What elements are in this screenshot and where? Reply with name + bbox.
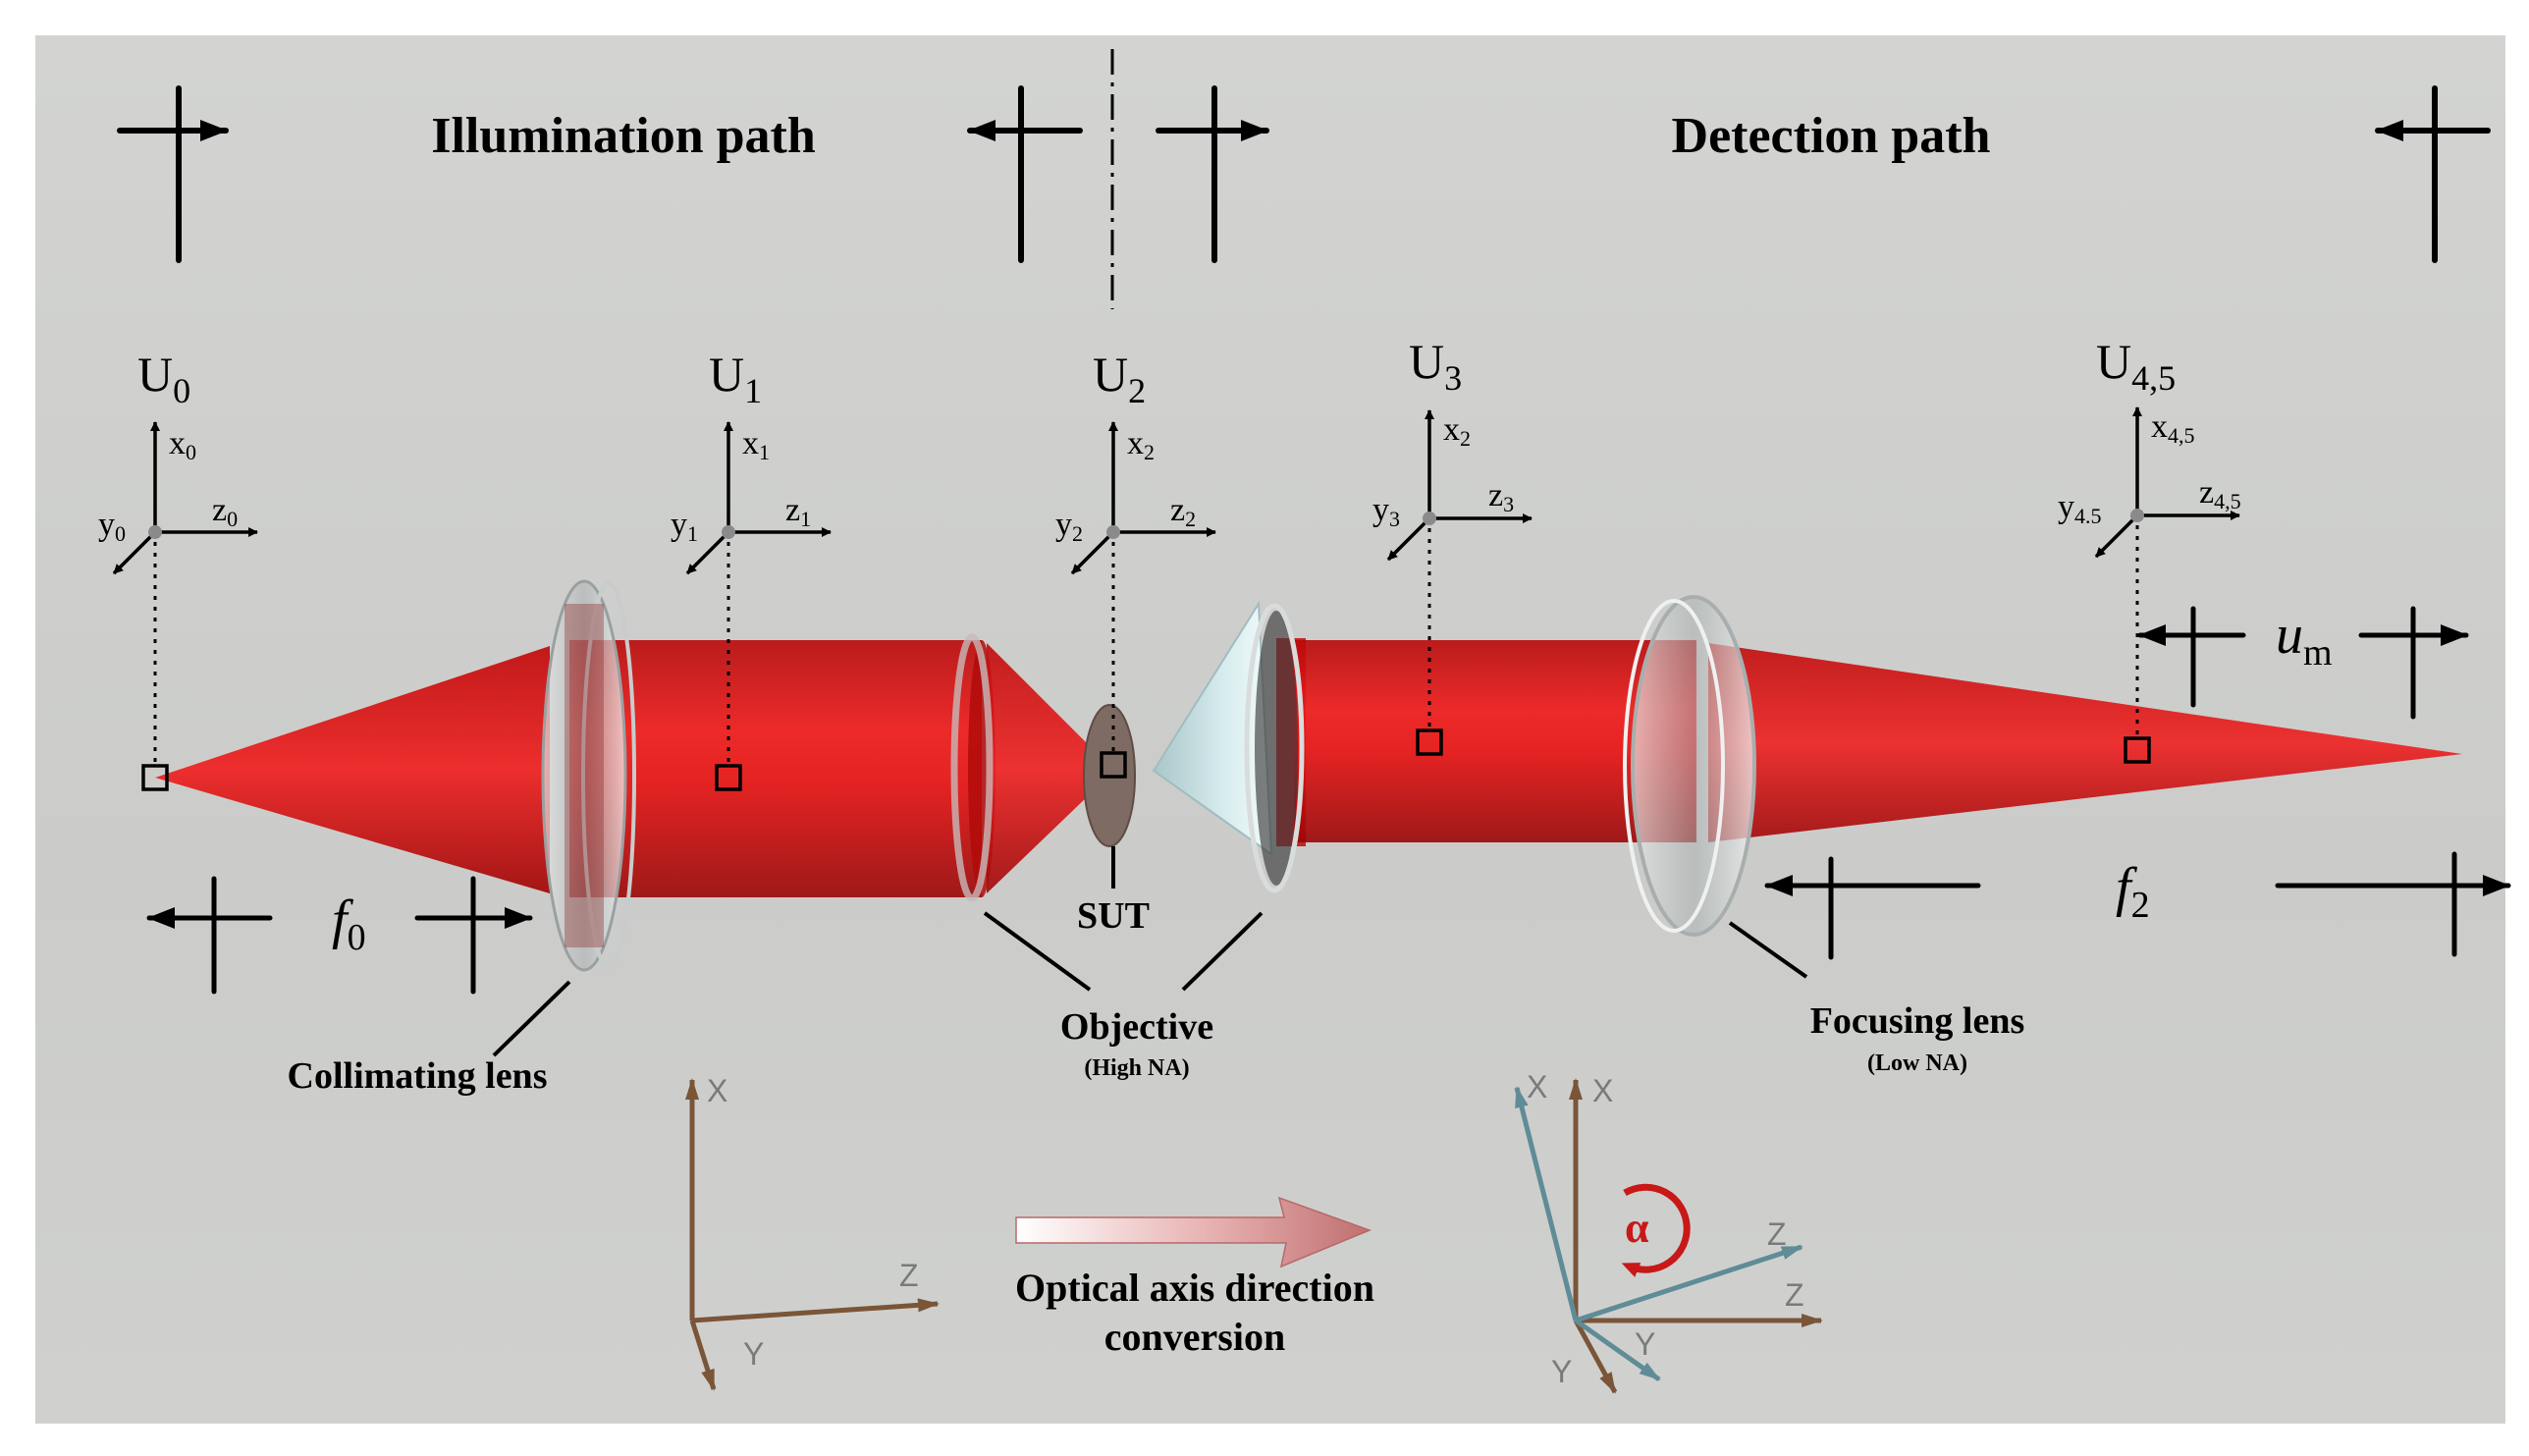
- plane-u0: U0 x0 y0 z0: [98, 347, 258, 791]
- objective-rear-element: [950, 633, 994, 902]
- plane-u1: U1 x1 y1 z1: [671, 347, 832, 791]
- plane-u0-marker: [141, 764, 169, 791]
- plane-u1-label: U1: [709, 347, 762, 410]
- top-marker-left: [117, 85, 229, 263]
- svg-text:x4,5: x4,5: [2151, 408, 2195, 448]
- svg-text:z1: z1: [785, 492, 811, 531]
- svg-text:y0: y0: [98, 507, 126, 546]
- top-marker-illumination-end: [967, 85, 1083, 263]
- beam-collimated-illumination: [569, 640, 982, 897]
- plane-u45: U4,5 x4,5 y4.5 z4,5: [2058, 334, 2241, 764]
- dimension-um: um: [2137, 605, 2469, 720]
- plane-u2-label: U2: [1093, 347, 1146, 410]
- conversion-label-line1: Optical axis direction: [1015, 1266, 1374, 1310]
- svg-text:x0: x0: [169, 425, 196, 464]
- svg-text:Z: Z: [899, 1258, 919, 1293]
- svg-text:y4.5: y4.5: [2058, 489, 2102, 528]
- plane-u2: U2 x2 y2 z2: [1055, 347, 1216, 779]
- svg-text:y2: y2: [1055, 507, 1083, 546]
- svg-text:z3: z3: [1488, 477, 1514, 516]
- top-marker-detection-start: [1156, 85, 1269, 263]
- svg-text:X: X: [1592, 1073, 1613, 1108]
- top-marker-right: [2375, 85, 2491, 263]
- svg-text:Y: Y: [743, 1336, 764, 1372]
- focusing-lens: [1623, 595, 1756, 937]
- collimating-leader: [492, 980, 571, 1057]
- objective-label: Objective: [1060, 1006, 1213, 1048]
- focusing-label: Focusing lens: [1810, 1000, 2025, 1042]
- detection-path-title: Detection path: [1672, 108, 1991, 164]
- plane-u3: U3 x2 y3 z3: [1372, 334, 1533, 756]
- objective-leader-right: [1181, 911, 1264, 992]
- collimating-lens: [541, 579, 636, 972]
- svg-text:x1: x1: [742, 425, 770, 464]
- svg-text:z4,5: z4,5: [2199, 474, 2241, 513]
- svg-text:Y: Y: [1551, 1354, 1572, 1389]
- rotation-arrow: [1621, 1183, 1691, 1277]
- objective-note: (High NA): [1084, 1055, 1189, 1081]
- svg-text:X: X: [707, 1073, 727, 1108]
- plane-u3-marker: [1416, 728, 1443, 756]
- svg-text:z0: z0: [212, 492, 238, 531]
- svg-text:y1: y1: [671, 507, 698, 546]
- plane-u1-marker: [715, 764, 742, 791]
- svg-text:x2: x2: [1443, 411, 1471, 451]
- conversion-arrow: [1015, 1196, 1372, 1268]
- rotation-angle-label: α: [1625, 1204, 1649, 1252]
- beam-diverging-cone: [155, 646, 550, 893]
- svg-text:x2: x2: [1127, 425, 1155, 464]
- collimating-label: Collimating lens: [288, 1055, 548, 1097]
- plane-u0-label: U0: [137, 347, 190, 410]
- plane-u45-marker: [2124, 736, 2151, 764]
- svg-text:Z: Z: [1767, 1216, 1787, 1252]
- focusing-leader: [1728, 921, 1808, 979]
- beam-collimated-detection: [1294, 640, 1696, 842]
- svg-text:Y: Y: [1635, 1326, 1655, 1362]
- laser-beam: [155, 638, 2462, 897]
- beam-converging-cone: [987, 643, 1114, 893]
- illumination-path-title: Illumination path: [431, 108, 816, 164]
- svg-text:z2: z2: [1170, 492, 1196, 531]
- objective-high-na: [1152, 600, 1305, 893]
- svg-text:y3: y3: [1372, 492, 1400, 531]
- svg-text:Z: Z: [1785, 1277, 1804, 1313]
- beam-focusing-cone: [1708, 643, 2462, 842]
- frame-rotated: X X Z Z Y Y α: [1514, 1069, 1823, 1394]
- svg-text:X: X: [1527, 1069, 1547, 1105]
- conversion-label-line2: conversion: [1104, 1315, 1285, 1359]
- plane-u3-label: U3: [1409, 334, 1462, 398]
- focusing-note: (Low NA): [1867, 1051, 1967, 1076]
- plane-u45-label: U4,5: [2096, 334, 2176, 398]
- frame-original: X Z Y: [685, 1073, 940, 1391]
- sut-label: SUT: [1077, 895, 1150, 937]
- objective-leader-left: [983, 911, 1092, 992]
- um-label: um: [2276, 605, 2333, 674]
- plane-u2-marker: [1100, 751, 1127, 779]
